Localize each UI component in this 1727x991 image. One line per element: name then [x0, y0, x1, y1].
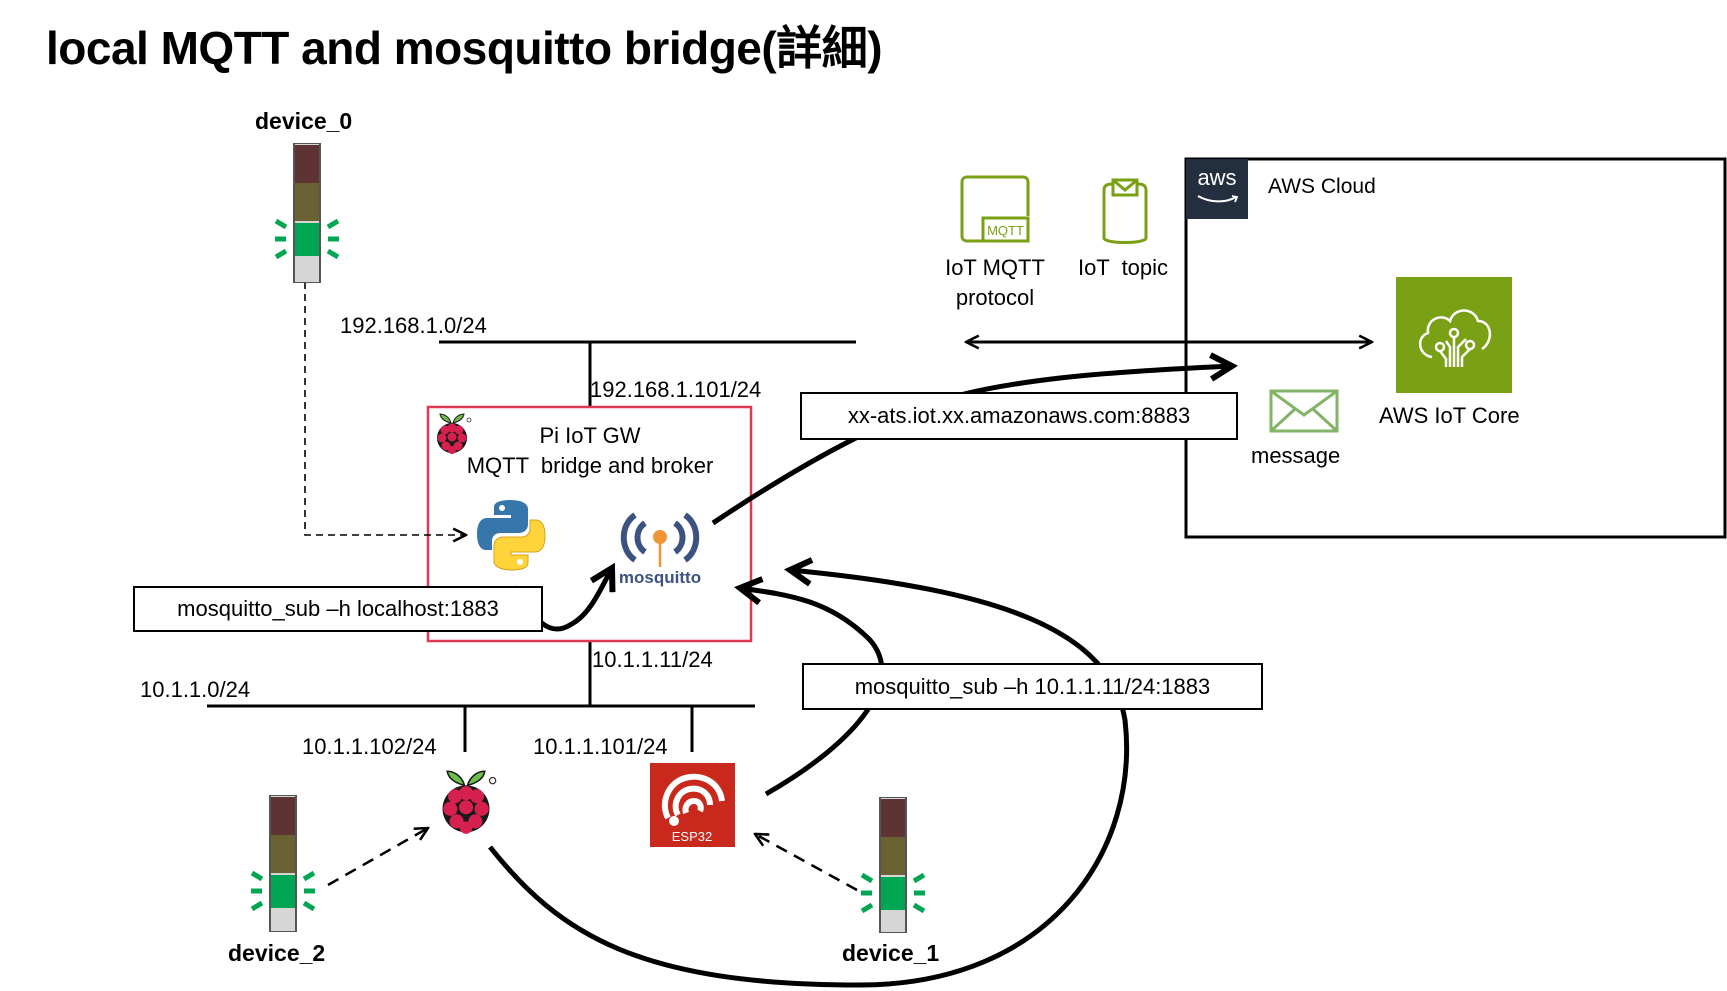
- device-0-label: device_0: [255, 108, 353, 134]
- gw-192-address: 192.168.1.101/24: [590, 377, 762, 402]
- aws-logo: aws: [1186, 159, 1248, 219]
- aws-cloud-label: AWS Cloud: [1268, 175, 1376, 198]
- gateway-subtitle: MQTT bridge and broker: [466, 453, 714, 478]
- cloud-circuit-icon: [1419, 309, 1491, 367]
- mosquitto-to-aws-arrow: [711, 366, 1232, 526]
- gw-10-address: 10.1.1.11/24: [592, 647, 713, 672]
- device-2-label: device_2: [228, 940, 326, 966]
- device2-to-pi-arrow: [327, 828, 428, 887]
- python-icon: [477, 500, 546, 571]
- raspberry-pi-icon: [437, 413, 472, 454]
- message-envelope-icon: [1269, 389, 1339, 433]
- gateway-title: Pi IoT GW: [539, 423, 641, 448]
- device-1-label: device_1: [842, 940, 940, 966]
- mosquitto-icon: mosquitto: [619, 512, 701, 587]
- signal-tower-icon: [860, 797, 926, 933]
- iot-topic-icon: [1102, 178, 1148, 244]
- pi-device-address: 10.1.1.102/24: [302, 734, 437, 759]
- message-label: message: [1251, 443, 1341, 468]
- esp32-logo-text: ESP32: [672, 829, 712, 844]
- network-192-label: 192.168.1.0/24: [340, 313, 487, 338]
- network-10-label: 10.1.1.0/24: [140, 677, 251, 702]
- mqtt-protocol-label-l2: protocol: [955, 285, 1035, 310]
- signal-tower-icon: [250, 795, 316, 932]
- device1-to-esp32-arrow: [755, 834, 858, 892]
- mqtt-badge-text: MQTT: [987, 223, 1024, 238]
- mqtt-protocol-label-l1: IoT MQTT: [945, 255, 1045, 280]
- pi-iot-gateway-box: [426, 405, 753, 643]
- aws-endpoint-label: xx-ats.iot.xx.amazonaws.com:8883: [800, 392, 1238, 440]
- aws-smile-icon: [1197, 195, 1239, 203]
- esp32-to-mosquitto-arrow: [740, 588, 885, 797]
- mosquitto-logo-text: mosquitto: [619, 568, 701, 587]
- esp32-device-address: 10.1.1.101/24: [533, 734, 668, 759]
- device0-to-python-arrow: [304, 282, 466, 535]
- page-title: local MQTT and mosquitto bridge(詳細): [46, 22, 883, 74]
- mqtt-protocol-icon: MQTT: [960, 175, 1030, 243]
- pi-to-mosquitto-arrow: [488, 570, 1129, 988]
- aws-iot-core-label: AWS IoT Core: [1379, 403, 1520, 428]
- remote-sub-command-label: mosquitto_sub –h 10.1.1.11/24:1883: [802, 663, 1263, 710]
- aws-iot-core-icon[interactable]: [1396, 277, 1512, 393]
- local-sub-command-label: mosquitto_sub –h localhost:1883: [133, 586, 543, 632]
- raspberry-pi-icon: [442, 770, 497, 834]
- iot-topic-label: IoT topic: [1077, 255, 1169, 280]
- aws-logo-text: aws: [1197, 165, 1237, 190]
- esp32-icon: ESP32: [650, 763, 735, 847]
- signal-tower-icon: [274, 143, 340, 283]
